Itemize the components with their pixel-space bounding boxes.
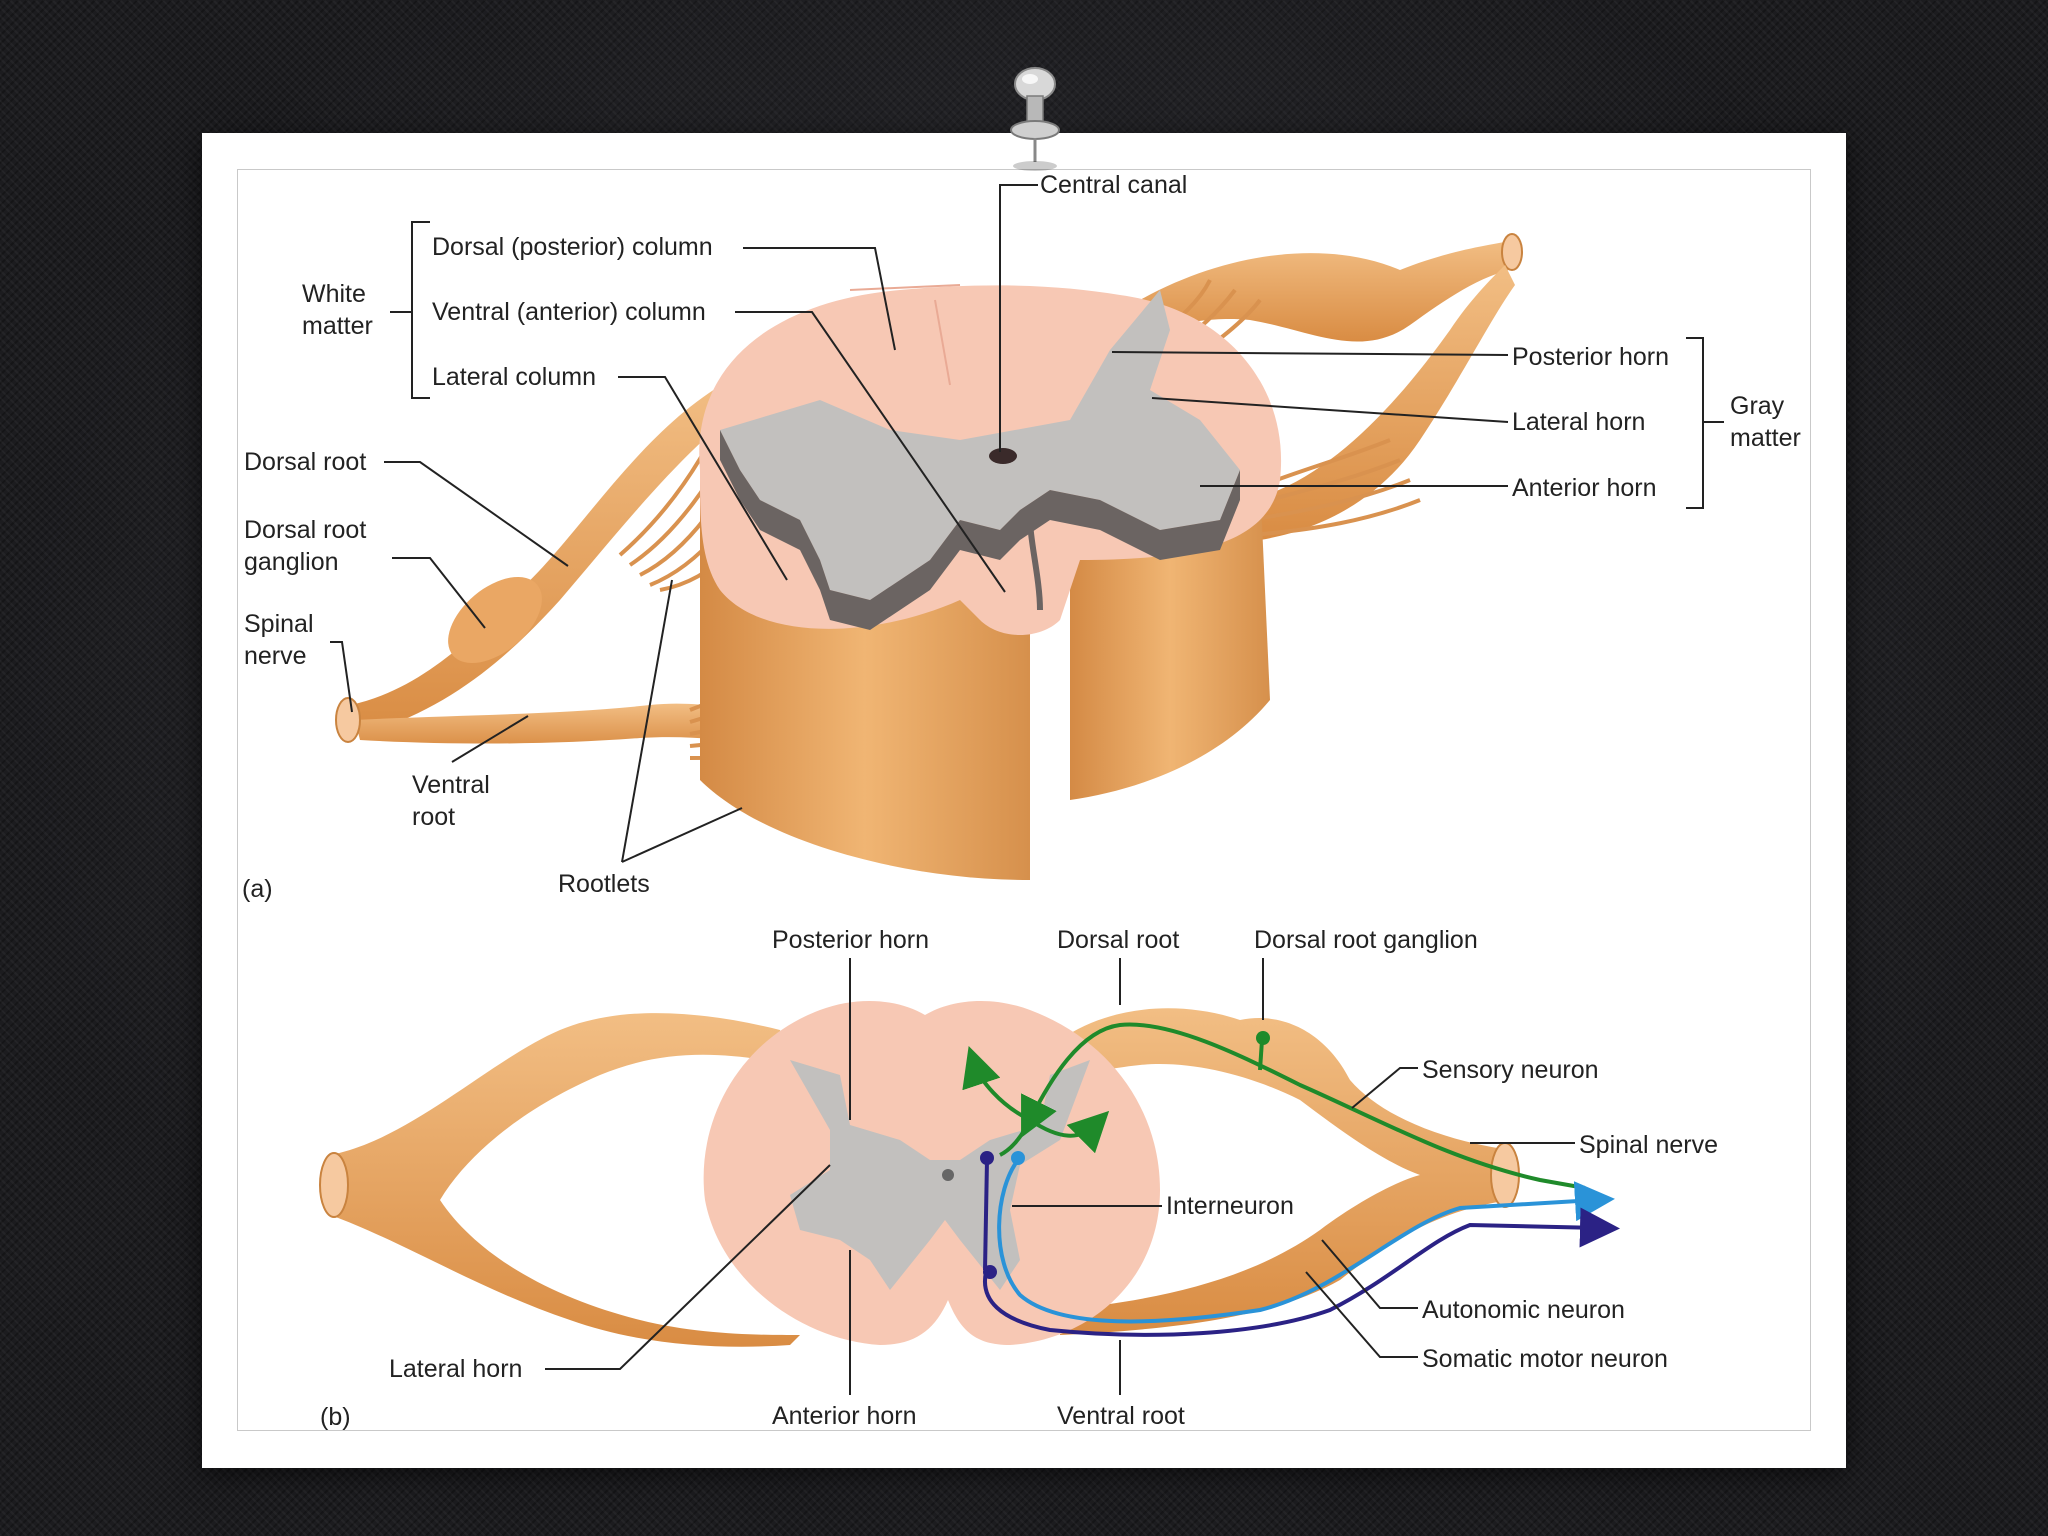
- sensory-neuron-label: Sensory neuron: [1422, 1056, 1599, 1084]
- panel-b-labels: Posterior horn Dorsal root Dorsal root g…: [320, 926, 1718, 1431]
- gray-matter-label: Gray matter: [1730, 392, 1801, 452]
- autonomic-neuron-path: [997, 1158, 1615, 1324]
- lateral-horn-label-b: Lateral horn: [389, 1355, 522, 1383]
- left-nerve-cut-end: [319, 1152, 349, 1218]
- right-nerve-loop: [1060, 1008, 1510, 1335]
- panel-b-illustration: [319, 1000, 1620, 1347]
- gray-matter-label-line2: matter: [1730, 424, 1801, 452]
- dorsal-root-ganglion-label-line2: ganglion: [244, 548, 339, 576]
- anterior-horn-label-a: Anterior horn: [1512, 474, 1657, 502]
- spinal-nerve-label-line1: Spinal: [244, 610, 314, 638]
- white-matter-label-line1: White: [302, 280, 366, 308]
- white-matter-label: White matter: [302, 280, 373, 340]
- dorsal-root-label: Dorsal root: [244, 448, 366, 476]
- ventral-root-label: Ventral root: [412, 771, 497, 831]
- ventral-root-label-line2: root: [412, 803, 455, 831]
- interneuron-label: Interneuron: [1166, 1192, 1294, 1220]
- somatic-motor-neuron-path: [983, 1207, 1620, 1337]
- figure-frame: [237, 169, 1811, 1431]
- rootlets-label: Rootlets: [558, 870, 650, 898]
- somatic-motor-neuron-label: Somatic motor neuron: [1422, 1345, 1668, 1373]
- panel-a-labels: Central canal White matter Dorsal (poste…: [242, 171, 1801, 903]
- spinal-nerve-cut-end: [335, 697, 361, 743]
- pushpin-icon: [1010, 67, 1060, 171]
- spinal-nerve-label-b: Spinal nerve: [1579, 1131, 1718, 1159]
- spinal-nerve-label-line2: nerve: [244, 642, 307, 670]
- central-canal-hole: [989, 448, 1017, 464]
- left-dorsal-root-ganglion-shape: [448, 576, 542, 664]
- left-nerve-loop: [330, 1013, 800, 1347]
- white-matter-label-line2: matter: [302, 312, 373, 340]
- posterior-horn-label-a: Posterior horn: [1512, 343, 1669, 371]
- ventral-column-label: Ventral (anterior) column: [432, 298, 706, 326]
- cord-gray-matter-top: [720, 290, 1240, 600]
- dorsal-root-label-b: Dorsal root: [1057, 926, 1179, 954]
- panel-a-illustration: [335, 233, 1523, 880]
- gray-matter-label-line1: Gray: [1730, 392, 1785, 420]
- panel-b-tag: (b): [320, 1403, 351, 1431]
- lateral-column-label: Lateral column: [432, 363, 596, 391]
- cord-side-right: [1070, 480, 1270, 800]
- right-ventral-root-shape: [1250, 265, 1515, 540]
- central-canal-label: Central canal: [1040, 171, 1187, 199]
- dorsal-root-ganglion-label-line1: Dorsal root: [244, 516, 366, 544]
- anterior-horn-label-b: Anterior horn: [772, 1402, 917, 1430]
- central-canal-b: [942, 1169, 954, 1181]
- cord-section-b-gray-matter: [790, 1060, 1090, 1290]
- lateral-horn-label-a: Lateral horn: [1512, 408, 1645, 436]
- posterior-horn-label-b: Posterior horn: [772, 926, 929, 954]
- ventral-root-label-line1: Ventral: [412, 771, 490, 799]
- left-ventral-root-shape: [355, 703, 780, 748]
- panel-a-tag: (a): [242, 875, 273, 903]
- right-dorsal-root-shape: [1140, 240, 1518, 342]
- cord-gray-matter-edge: [720, 430, 1240, 630]
- ventral-root-label-b: Ventral root: [1057, 1402, 1185, 1430]
- autonomic-neuron-label: Autonomic neuron: [1422, 1296, 1625, 1324]
- sensory-neuron-path: [1021, 1022, 1586, 1190]
- right-spinal-nerve-cut-end: [1501, 233, 1523, 271]
- dorsal-root-ganglion-label: Dorsal root ganglion: [244, 516, 373, 576]
- dorsal-root-ganglion-label-b: Dorsal root ganglion: [1254, 926, 1478, 954]
- dorsal-column-label: Dorsal (posterior) column: [432, 233, 713, 261]
- spinal-nerve-label: Spinal nerve: [244, 610, 320, 670]
